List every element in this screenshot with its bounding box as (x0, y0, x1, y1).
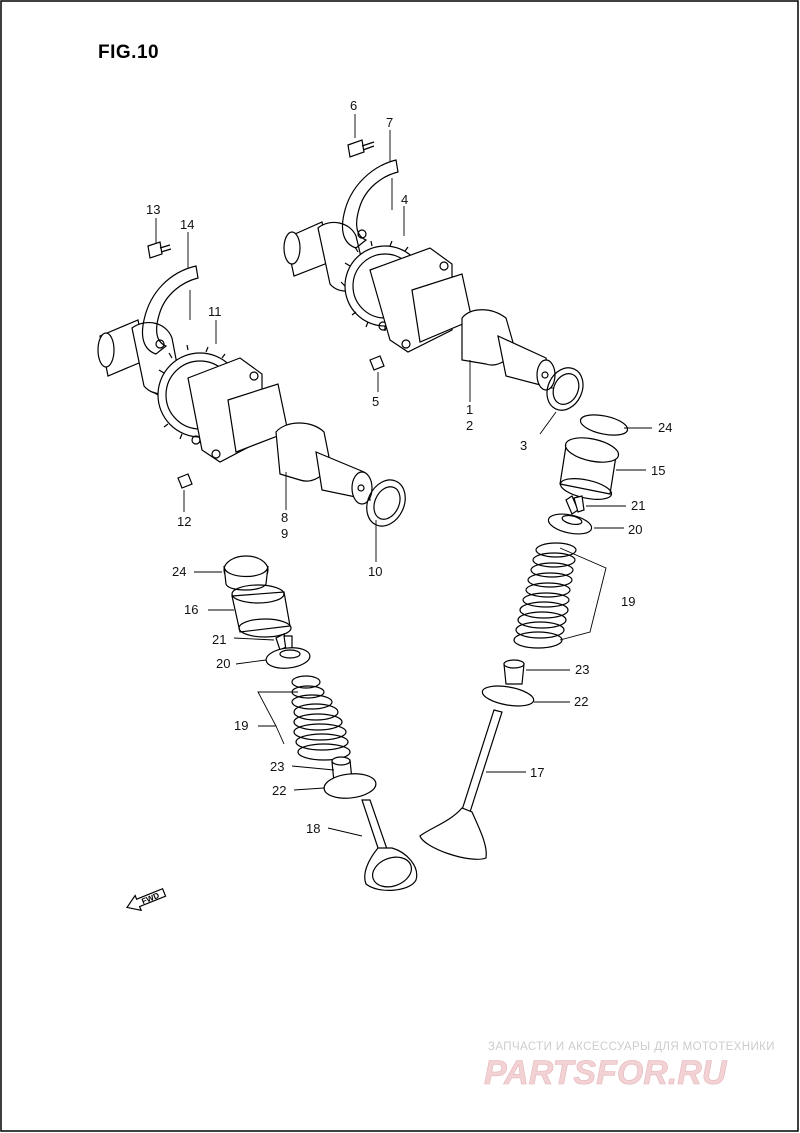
callout-11: 11 (208, 304, 222, 319)
callout-4: 4 (401, 192, 408, 207)
callout-17: 17 (530, 765, 544, 780)
callout-24-left: 24 (172, 564, 186, 579)
callout-20-right: 20 (628, 522, 642, 537)
watermark-logo: PARTSFOR.RU (484, 1054, 728, 1092)
callout-24-right: 24 (658, 420, 672, 435)
callout-23-left: 23 (270, 759, 284, 774)
figure-title: FIG.10 (98, 42, 159, 63)
fwd-label: FWD (140, 891, 160, 906)
callout-9: 9 (281, 526, 288, 541)
callout-22-left: 22 (272, 783, 286, 798)
callout-20-left: 20 (216, 656, 230, 671)
callout-6: 6 (350, 98, 357, 113)
callout-13: 13 (146, 202, 160, 217)
callout-12: 12 (177, 514, 191, 529)
callout-7: 7 (386, 115, 393, 130)
callout-23-right: 23 (575, 662, 589, 677)
valve-group-left-drawing (223, 555, 418, 891)
callout-21-right: 21 (631, 498, 645, 513)
watermark: ЗАПЧАСТИ И АКСЕССУАРЫ ДЛЯ МОТОТЕХНИКИ PA… (484, 1041, 775, 1092)
callout-18: 18 (306, 821, 320, 836)
camshaft-lower-drawing (97, 241, 406, 527)
fwd-arrow-icon: FWD (125, 887, 167, 912)
callout-19-right: 19 (621, 594, 635, 609)
leader-lines (155, 114, 652, 837)
callout-3: 3 (520, 438, 527, 453)
camshaft-upper-drawing (283, 139, 584, 411)
callout-16: 16 (184, 602, 198, 617)
callout-5: 5 (372, 394, 379, 409)
callout-19-left: 19 (234, 718, 248, 733)
callout-8: 8 (281, 510, 288, 525)
callout-15: 15 (651, 463, 665, 478)
callout-2: 2 (466, 418, 473, 433)
callout-1: 1 (466, 402, 473, 417)
callout-10: 10 (368, 564, 382, 579)
watermark-tagline: ЗАПЧАСТИ И АКСЕССУАРЫ ДЛЯ МОТОТЕХНИКИ (488, 1041, 775, 1053)
callout-21-left: 21 (212, 632, 226, 647)
callout-14: 14 (180, 217, 194, 232)
valve-group-right-drawing (419, 414, 629, 860)
callout-22-right: 22 (574, 694, 588, 709)
callout-numbers: 1 2 3 4 5 6 7 8 9 10 11 12 13 14 15 16 1… (146, 98, 672, 836)
